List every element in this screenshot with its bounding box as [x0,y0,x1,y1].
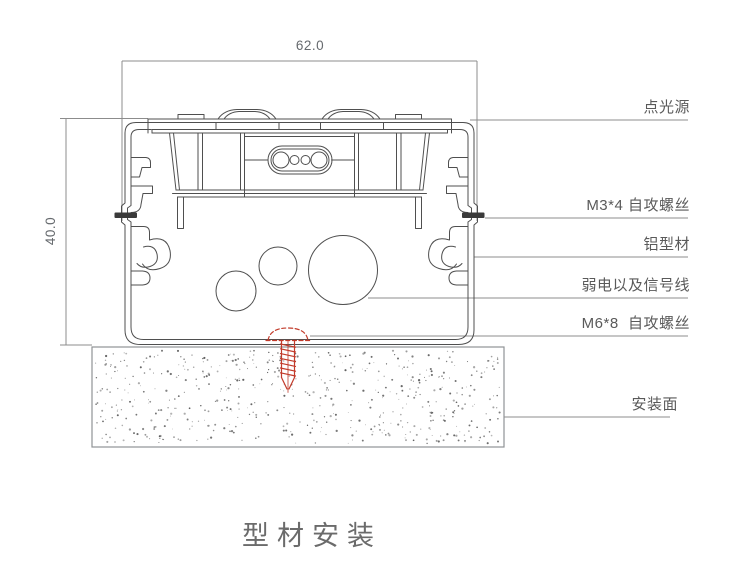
drawing-title: 型材安装 [242,521,382,551]
width-dimension-label: 62.0 [295,38,325,53]
stipple-texture [95,349,501,445]
leader-lines [310,119,688,418]
profile-cross-section [114,109,485,345]
m6-mounting-screw [265,327,311,393]
callout-mounting-surface: 安装面 [631,396,678,413]
led-cover-plate [147,109,452,134]
height-dimension-label: 40.0 [43,216,58,246]
dimension-lines [60,60,478,346]
signal-wire-circles [215,235,378,312]
side-wall-right [298,122,485,345]
callout-signal-wires: 弱电以及信号线 [581,277,690,294]
callout-m6-screw: M6*8 自攻螺丝 [581,315,690,332]
mounting-surface [91,346,505,448]
point-light-domes [217,109,381,120]
callout-point-light-source: 点光源 [643,99,690,116]
callout-m3-screw: M3*4 自攻螺丝 [586,197,690,214]
callout-aluminum-profile: 铝型材 [643,236,690,253]
light-module-housing [169,132,430,229]
wire-connector [244,145,355,175]
